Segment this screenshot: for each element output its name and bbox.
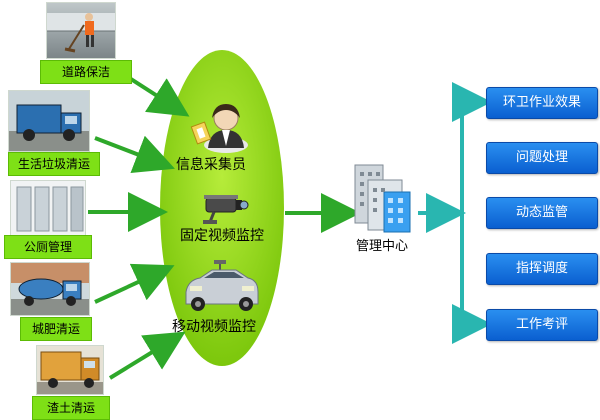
source-label-4: 城肥清运 xyxy=(20,317,92,341)
center-label: 管理中心 xyxy=(356,239,409,254)
arrow-source-5 xyxy=(108,331,186,380)
output-button-2[interactable]: 问题处理 xyxy=(486,142,598,174)
collector-label-2: 固定视频监控 xyxy=(180,228,264,244)
sewage-truck-photo xyxy=(10,262,90,316)
collector-label-1: 信息采集员 xyxy=(176,157,246,173)
output-button-1[interactable]: 环卫作业效果 xyxy=(486,87,598,119)
source-label-2: 生活垃圾清运 xyxy=(8,152,100,176)
collector-label-3: 移动视频监控 xyxy=(172,319,256,335)
person-icon xyxy=(190,104,248,153)
arrow-source-4 xyxy=(94,263,175,304)
dump-truck-photo xyxy=(36,345,104,395)
camera-icon xyxy=(203,195,249,224)
street-sweeper-photo xyxy=(46,2,116,59)
distribution-bus xyxy=(460,100,482,326)
output-button-5[interactable]: 工作考评 xyxy=(486,309,598,341)
source-label-1: 道路保洁 xyxy=(40,60,132,84)
car-icon xyxy=(185,260,259,311)
garbage-truck-photo xyxy=(8,90,90,152)
arrow-source-2 xyxy=(94,135,175,174)
output-button-4[interactable]: 指挥调度 xyxy=(486,253,598,285)
source-label-3: 公厕管理 xyxy=(4,235,92,259)
building-icon xyxy=(354,164,411,233)
output-button-3[interactable]: 动态监管 xyxy=(486,197,598,229)
source-label-5: 渣土清运 xyxy=(32,396,110,420)
public-toilet-photo xyxy=(10,180,86,237)
